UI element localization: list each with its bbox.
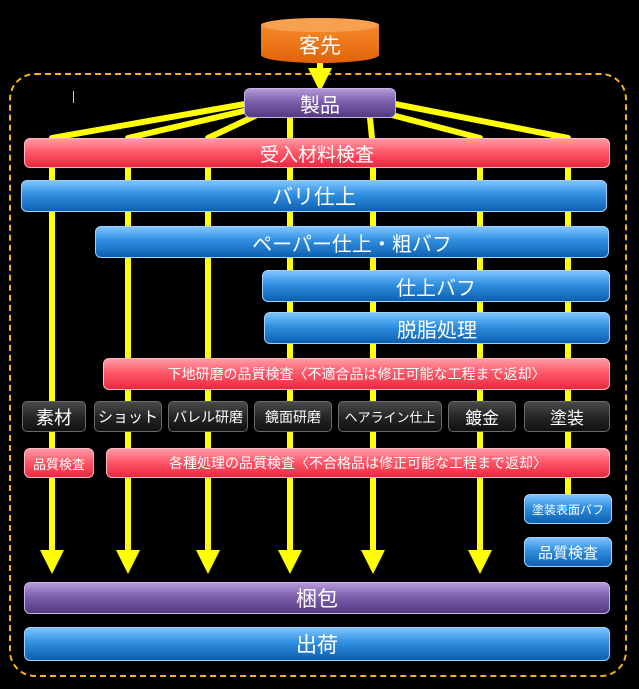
customer-cylinder: 客先 [261,18,379,63]
material-inspection-box: 品質検査 [24,448,94,478]
paper-rough-buff-box: ペーパー仕上・粗バフ [95,226,609,258]
process-hairline-finish: ヘアライン仕上 [338,401,442,432]
process-shot: ショット [94,401,162,432]
deburr-box: バリ仕上 [21,180,607,212]
base-polish-inspection-box: 下地研磨の品質検査〈不適合品は修正可能な工程まで返却〉 [103,358,610,390]
degrease-box: 脱脂処理 [264,312,610,344]
coating-surface-buff-box: 塗装表面バフ [524,494,612,524]
receiving-inspection-box: 受入材料検査 [24,138,610,168]
cylinder-top [261,18,379,32]
packing-box: 梱包 [24,582,610,614]
treatment-inspection-box: 各種処理の品質検査〈不合格品は修正可能な工程まで返却〉 [106,448,610,478]
finish-buff-box: 仕上バフ [262,270,610,302]
fan-lines [49,101,571,141]
product-box: 製品 [244,88,396,118]
process-mirror-polishing: 鏡面研磨 [254,401,332,432]
process-plating: 鍍金 [448,401,516,432]
shipping-box: 出荷 [24,627,610,661]
vertical-arrows [40,150,571,574]
process-material: 素材 [22,401,86,432]
text-cursor [73,91,74,103]
customer-label: 客先 [299,34,341,58]
process-coating: 塗装 [524,401,610,432]
coating-inspection-box: 品質検査 [524,537,612,567]
process-barrel-polishing: バレル研磨 [168,401,248,432]
